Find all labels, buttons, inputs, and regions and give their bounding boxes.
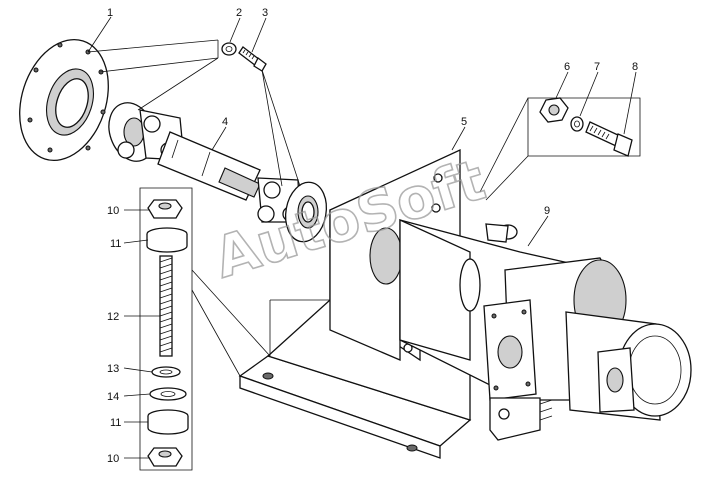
callout-12: 12 xyxy=(107,311,119,323)
callout-10-top: 10 xyxy=(107,205,119,217)
callout-3: 3 xyxy=(262,7,268,19)
callout-5: 5 xyxy=(461,116,467,128)
fastener-set-box xyxy=(479,97,641,201)
callout-9: 9 xyxy=(544,205,550,217)
callout-11-bottom: 11 xyxy=(110,417,121,429)
washer-part-2 xyxy=(221,42,237,56)
callout-8: 8 xyxy=(632,61,638,73)
vibration-mount-stack xyxy=(139,187,271,471)
callout-leaders xyxy=(87,16,637,459)
cardan-shaft-part-4 xyxy=(108,102,328,243)
callout-7: 7 xyxy=(594,61,600,73)
callout-1: 1 xyxy=(107,7,113,19)
callout-4: 4 xyxy=(222,116,228,128)
flange-disc-part-1 xyxy=(19,38,109,162)
mounting-plate-part-5 xyxy=(329,148,461,361)
callout-11-top: 11 xyxy=(110,238,121,250)
callout-10-bottom: 10 xyxy=(107,453,119,465)
callout-labels: 1 2 3 4 5 6 7 8 9 10 11 12 13 14 11 10 xyxy=(107,7,638,465)
callout-14: 14 xyxy=(107,391,119,403)
callout-2: 2 xyxy=(236,7,242,19)
callout-13: 13 xyxy=(107,363,119,375)
callout-6: 6 xyxy=(564,61,570,73)
motor-part-9 xyxy=(399,218,692,441)
